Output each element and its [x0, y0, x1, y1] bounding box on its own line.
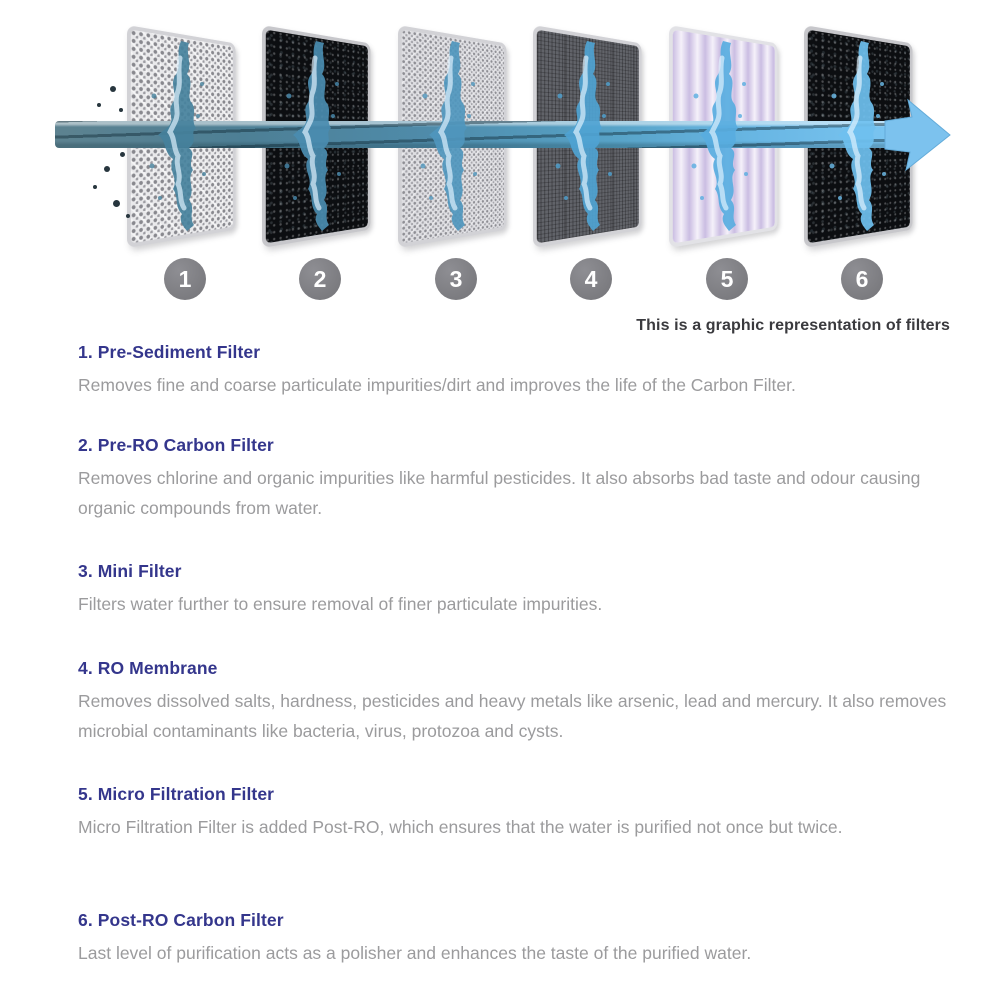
section-post-ro-carbon-filter: 6. Post-RO Carbon Filter Last level of p… — [78, 910, 958, 968]
stage-number-1: 1 — [164, 258, 206, 300]
stage-number-4: 4 — [570, 258, 612, 300]
section-mini-filter: 3. Mini Filter Filters water further to … — [78, 561, 958, 619]
section-pre-sediment-filter: 1. Pre-Sediment Filter Removes fine and … — [78, 342, 958, 400]
splash-icon-6 — [830, 41, 887, 231]
water-droplet — [119, 108, 123, 112]
water-droplet — [104, 166, 110, 172]
water-droplet — [126, 214, 130, 218]
section-ro-membrane: 4. RO Membrane Removes dissolved salts, … — [78, 658, 958, 746]
water-droplet — [113, 200, 120, 207]
splash-icon-1 — [150, 41, 207, 231]
water-droplet — [120, 152, 125, 157]
section-heading: 4. RO Membrane — [78, 658, 218, 678]
section-heading: 3. Mini Filter — [78, 561, 182, 581]
water-droplet — [93, 185, 97, 189]
splash-icon-2 — [285, 41, 342, 231]
water-stream — [55, 121, 907, 148]
diagram-caption: This is a graphic representation of filt… — [636, 317, 950, 334]
section-body: Micro Filtration Filter is added Post-RO… — [78, 817, 843, 837]
section-heading: 5. Micro Filtration Filter — [78, 784, 275, 804]
splash-icon-5 — [692, 41, 749, 231]
section-heading: 2. Pre-RO Carbon Filter — [78, 435, 274, 455]
section-body: Filters water further to ensure removal … — [78, 594, 603, 614]
section-micro-filtration-filter: 5. Micro Filtration Filter Micro Filtrat… — [78, 784, 958, 842]
stage-number-3: 3 — [435, 258, 477, 300]
section-pre-ro-carbon-filter: 2. Pre-RO Carbon Filter Removes chlorine… — [78, 435, 958, 523]
section-body: Removes chlorine and organic impurities … — [78, 468, 921, 518]
section-body: Removes fine and coarse particulate impu… — [78, 375, 796, 395]
water-droplet — [110, 86, 116, 92]
section-body: Last level of purification acts as a pol… — [78, 943, 752, 963]
section-body: Removes dissolved salts, hardness, pesti… — [78, 691, 947, 741]
flow-direction-arrow-icon — [884, 98, 951, 172]
stage-number-5: 5 — [706, 258, 748, 300]
splash-icon-4 — [556, 41, 613, 231]
stage-number-6: 6 — [841, 258, 883, 300]
splash-icon-3 — [421, 41, 478, 231]
splash-and-arrow-overlay — [0, 0, 951, 345]
section-heading: 1. Pre-Sediment Filter — [78, 342, 261, 362]
section-heading: 6. Post-RO Carbon Filter — [78, 910, 284, 930]
stage-number-2: 2 — [299, 258, 341, 300]
water-droplet — [97, 103, 101, 107]
